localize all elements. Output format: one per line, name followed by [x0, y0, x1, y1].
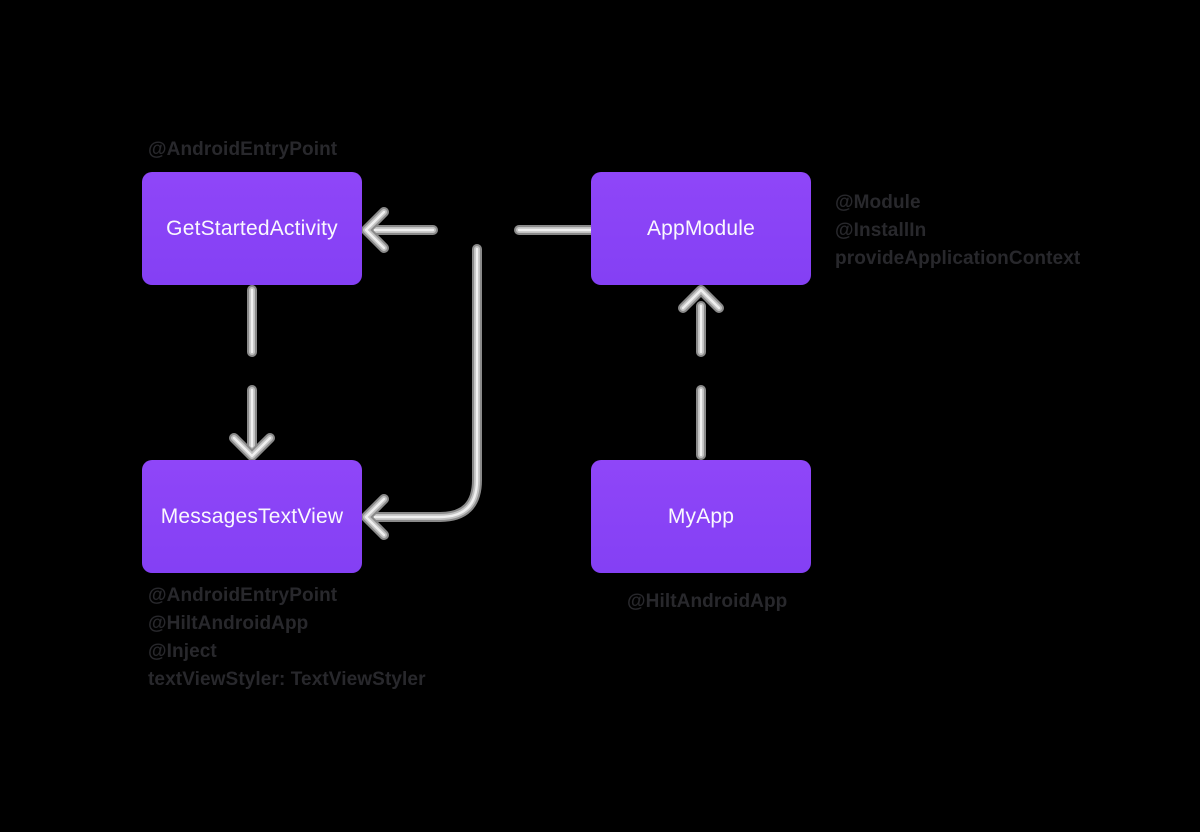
annotation-line: @AndroidEntryPoint	[148, 139, 338, 160]
annotation-line: provideApplicationContext	[835, 248, 1081, 269]
annotation-line: @HiltAndroidApp	[627, 591, 788, 612]
annotation-line: @Module	[835, 192, 921, 213]
annotation-line: @Inject	[148, 641, 217, 662]
annotation-line: textViewStyler: TextViewStyler	[148, 669, 426, 690]
node-appmodule: AppModule	[591, 172, 811, 285]
annotation-myapp: @HiltAndroidApp	[627, 588, 787, 616]
arrowhead-left-icon	[366, 212, 384, 248]
arrowhead-left-icon	[366, 212, 384, 248]
arrowhead-left-icon	[364, 210, 386, 250]
arrow-appmodule-to-messagestextview	[366, 249, 477, 535]
node-label: MessagesTextView	[160, 504, 344, 528]
arrowhead-left-icon	[364, 497, 386, 537]
arrowhead-left-icon	[366, 499, 384, 535]
annotation-messagestextview: @AndroidEntryPoint @HiltAndroidApp @Inje…	[148, 582, 426, 694]
node-label: AppModule	[646, 216, 756, 240]
arrowhead-up-icon	[683, 290, 719, 308]
annotation-line: @InstallIn	[835, 220, 927, 241]
node-getstartedactivity: GetStartedActivity	[142, 172, 362, 285]
arrowhead-down-icon	[232, 436, 272, 458]
arrowhead-down-icon	[234, 438, 270, 456]
annotation-line: @AndroidEntryPoint	[148, 585, 338, 606]
node-label: MyApp	[667, 504, 735, 528]
node-myapp: MyApp	[591, 460, 811, 573]
node-label: GetStartedActivity	[166, 216, 338, 240]
arrowhead-up-icon	[681, 288, 721, 310]
annotation-appmodule: @Module @InstallIn provideApplicationCon…	[835, 189, 1080, 273]
arrow-shaft	[373, 247, 479, 519]
arrowhead-down-icon	[234, 438, 270, 456]
arrowhead-up-icon	[683, 290, 719, 308]
arrow-getstartedactivity-to-messagestextview	[234, 290, 270, 456]
arrow-myapp-to-appmodule	[683, 290, 719, 455]
node-messagestextview: MessagesTextView	[142, 460, 362, 573]
arrowhead-left-icon	[366, 499, 384, 535]
annotation-line: @HiltAndroidApp	[148, 613, 309, 634]
annotation-getstartedactivity: @AndroidEntryPoint	[148, 136, 337, 164]
arrow-appmodule-to-getstartedactivity	[366, 212, 591, 248]
arrow-shaft	[375, 249, 477, 517]
arrow-shaft	[375, 249, 477, 517]
